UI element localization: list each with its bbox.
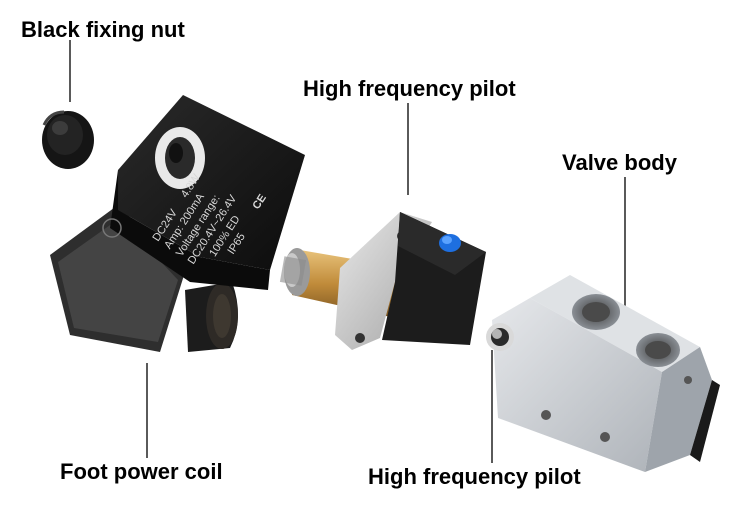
fixing-nut-illustration xyxy=(42,110,94,169)
label-high-frequency-pilot-top: High frequency pilot xyxy=(303,76,516,101)
label-foot-power-coil: Foot power coil xyxy=(60,459,223,484)
label-black-fixing-nut: Black fixing nut xyxy=(21,17,185,42)
label-high-frequency-pilot-bottom: High frequency pilot xyxy=(368,464,581,489)
label-valve-body: Valve body xyxy=(562,150,677,175)
coil-illustration xyxy=(50,95,305,352)
pilot-valve-illustration xyxy=(279,212,486,350)
leader-lines xyxy=(69,40,626,463)
valve-body-illustration xyxy=(486,275,720,472)
